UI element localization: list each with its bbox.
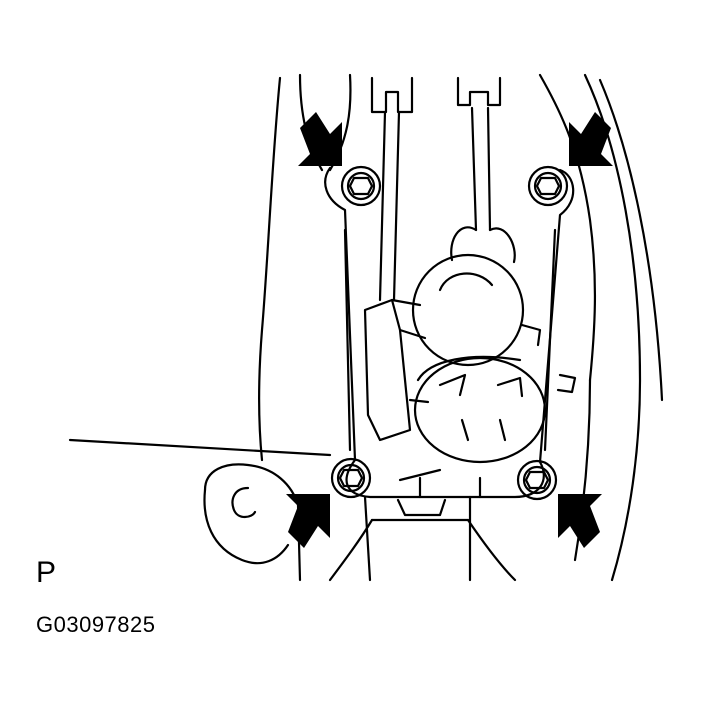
left-bracket bbox=[203, 463, 302, 582]
vehicle-body-outline bbox=[68, 73, 664, 582]
arrow-icon bbox=[569, 112, 613, 166]
view-label: P bbox=[36, 556, 57, 589]
shift-lever-body bbox=[363, 253, 547, 464]
bolt-bottom-left bbox=[330, 457, 372, 499]
bolt-top-left bbox=[340, 165, 382, 207]
arrow-icon bbox=[298, 112, 342, 166]
arrow-icon bbox=[558, 494, 602, 548]
mounting-plate bbox=[324, 166, 577, 582]
shift-cables bbox=[370, 76, 516, 302]
bolt-bottom-right bbox=[516, 459, 558, 501]
arrow-icon bbox=[286, 494, 330, 548]
figure-code: G03097825 bbox=[36, 612, 156, 637]
bolt-top-right bbox=[527, 165, 569, 207]
